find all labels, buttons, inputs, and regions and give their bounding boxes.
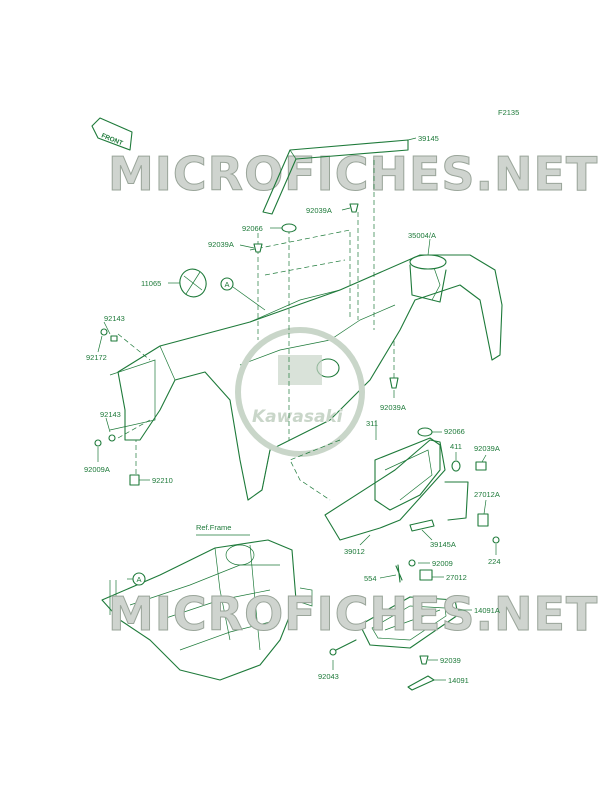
latch-27012 (419, 569, 433, 581)
label-92143-mid: 92143 (100, 410, 121, 419)
label-224: 224 (488, 557, 501, 566)
diagram-id: F2135 (498, 108, 519, 117)
latch-27012A (477, 513, 489, 527)
label-92039A-top: 92039A (306, 206, 332, 215)
label-39012: 39012 (344, 547, 365, 556)
fastener-92039A-right (475, 461, 487, 471)
reflector-part (179, 268, 207, 298)
label-311: 311 (366, 419, 378, 428)
cap-92066-top (281, 223, 297, 233)
lid-14091A (359, 596, 459, 649)
fastener-92009 (408, 559, 416, 567)
label-92009A: 92009A (84, 465, 110, 474)
label-411: 411 (450, 442, 462, 451)
svg-text:A: A (137, 575, 142, 584)
cap-92066-right (417, 427, 433, 437)
kawasaki-logo: Kawasaki (235, 327, 365, 457)
label-27012A: 27012A (474, 490, 500, 499)
label-92066-right: 92066 (444, 427, 465, 436)
pin-224 (492, 536, 500, 544)
fastener-92009A (94, 434, 116, 447)
callout-A-top: A (220, 277, 234, 291)
label-leaders (97, 137, 497, 681)
label-14091A: 14091A (474, 606, 500, 615)
front-arrow-icon: FRONT (91, 117, 133, 151)
bolt-92043 (329, 639, 357, 656)
label-11065: 11065 (141, 279, 161, 288)
label-92039A-right: 92039A (474, 444, 500, 453)
label-ref-frame: Ref.Frame (196, 523, 231, 532)
fastener-92039A-left (253, 243, 263, 253)
strap-14091 (407, 675, 435, 691)
label-92039A-mid: 92039A (380, 403, 406, 412)
label-35004A: 35004/A (408, 231, 436, 240)
label-554: 554 (364, 574, 377, 583)
strap-39145A (409, 519, 435, 532)
callout-A-bottom: A (132, 572, 146, 586)
label-92043: 92043 (318, 672, 339, 681)
label-39145A: 39145A (430, 540, 456, 549)
fastener-92039A-mid (389, 377, 399, 389)
label-14091: 14091 (448, 676, 469, 685)
label-92009: 92009 (432, 559, 453, 568)
watermark-top: MICROFICHES.NET (108, 147, 598, 201)
label-92143-top: 92143 (104, 314, 125, 323)
fastener-92039A-top (349, 203, 359, 213)
leader-lines (109, 160, 395, 501)
watermark-bottom: MICROFICHES.NET (108, 587, 598, 641)
storage-box-part (324, 437, 469, 541)
label-92039A-left: 92039A (208, 240, 234, 249)
label-92172: 92172 (86, 353, 107, 362)
washer-411 (451, 460, 461, 472)
spring-554 (395, 564, 403, 583)
fastener-92039 (419, 655, 429, 665)
logo-text: Kawasaki (252, 407, 344, 427)
clip-92210 (129, 474, 140, 486)
frame-part (101, 534, 313, 681)
label-92066-top: 92066 (242, 224, 263, 233)
label-39145: 39145 (418, 134, 439, 143)
label-92039: 92039 (440, 656, 461, 665)
fastener-92172 (100, 328, 118, 342)
label-92210: 92210 (152, 476, 173, 485)
label-27012: 27012 (446, 573, 467, 582)
top-rail-part (262, 139, 409, 215)
svg-text:A: A (225, 280, 230, 289)
